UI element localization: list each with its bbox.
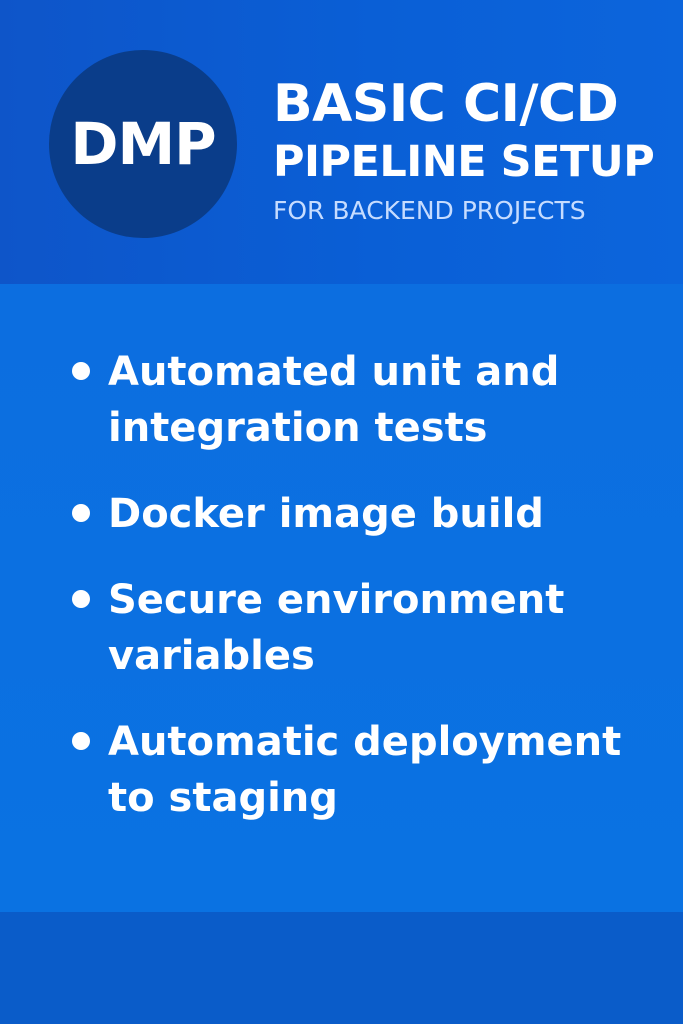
subtitle: FOR BACKEND PROJECTS — [273, 196, 586, 225]
feature-item: Automatic deployment to staging — [70, 714, 660, 826]
feature-list: Automated unit and integration tests Doc… — [70, 344, 660, 856]
logo-text: DMP — [70, 110, 216, 178]
feature-item: Secure environment variables — [70, 572, 660, 684]
footer-band — [0, 912, 683, 1024]
title-line-1: BASIC CI/CD — [273, 74, 619, 134]
feature-text: Automatic deployment to staging — [108, 719, 622, 821]
content-panel: Automated unit and integration tests Doc… — [0, 284, 683, 912]
feature-text: Automated unit and integration tests — [108, 349, 560, 451]
feature-item: Automated unit and integration tests — [70, 344, 660, 456]
bullet-icon — [72, 590, 90, 608]
logo-badge: DMP — [49, 50, 237, 238]
header-banner: DMP BASIC CI/CD PIPELINE SETUP FOR BACKE… — [0, 0, 683, 284]
title-line-2: PIPELINE SETUP — [273, 137, 655, 187]
title-block: BASIC CI/CD PIPELINE SETUP FOR BACKEND P… — [273, 72, 673, 228]
feature-item: Docker image build — [70, 486, 660, 542]
bullet-icon — [72, 732, 90, 750]
bullet-icon — [72, 504, 90, 522]
feature-text: Secure environment variables — [108, 577, 565, 679]
feature-text: Docker image build — [108, 491, 544, 537]
bullet-icon — [72, 362, 90, 380]
